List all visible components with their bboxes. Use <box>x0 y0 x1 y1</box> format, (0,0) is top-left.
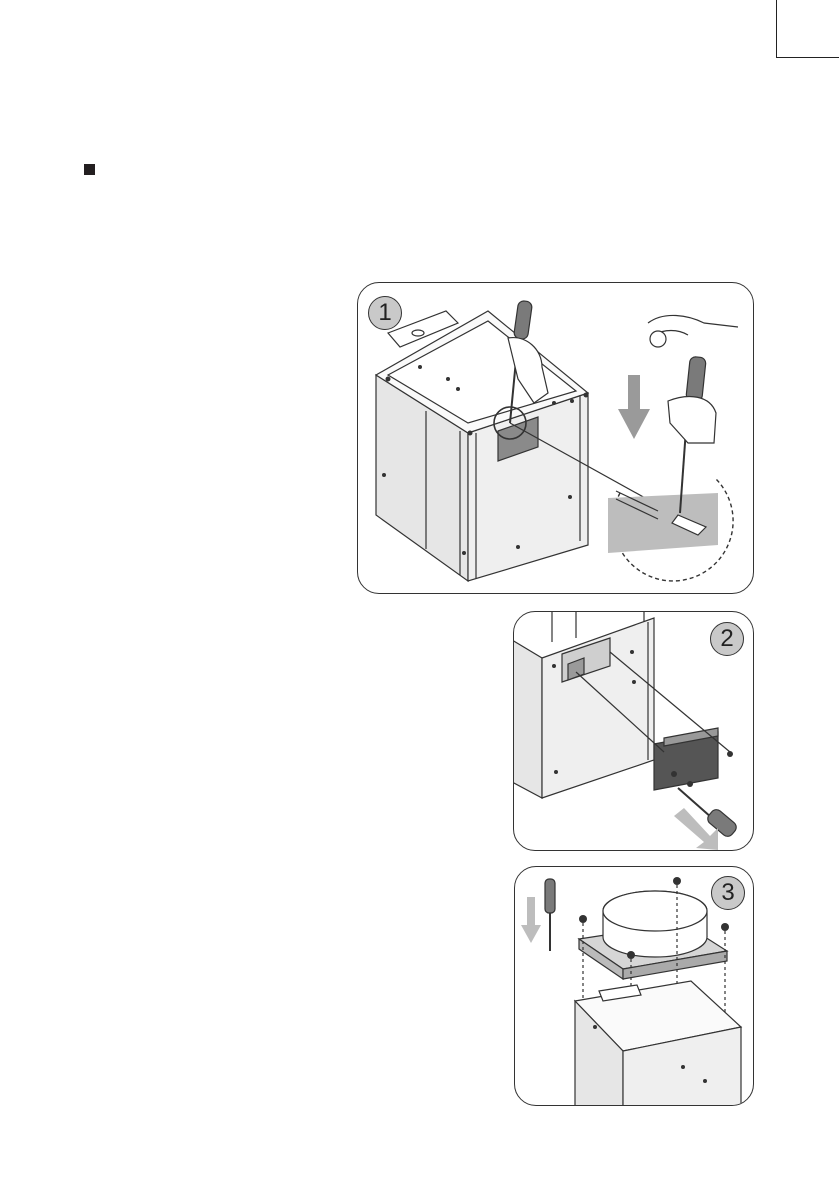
step-1-badge: 1 <box>368 296 402 330</box>
hood-knockout-icon <box>358 283 754 594</box>
step-3-illustration: 3 <box>514 866 754 1106</box>
step-2-illustration: 2 <box>513 611 754 851</box>
section-bullet <box>84 164 95 175</box>
step-2-badge: 2 <box>710 622 744 656</box>
step-3-badge: 3 <box>711 876 745 910</box>
crop-mark <box>776 0 839 58</box>
step-1-illustration: 1 <box>357 282 754 594</box>
